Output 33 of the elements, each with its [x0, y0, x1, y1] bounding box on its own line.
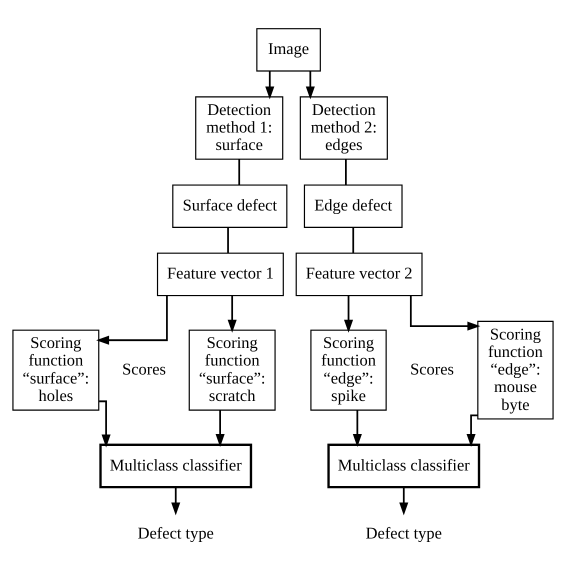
node-box: Edge defect: [304, 184, 403, 228]
arrow: [96, 296, 168, 345]
node-box: Feature vector 2: [296, 252, 423, 296]
connector: [352, 227, 354, 253]
arrow: [228, 296, 237, 333]
connector: [345, 159, 347, 185]
node-box: Scoring function “surface”: scratch: [188, 330, 276, 411]
arrow: [306, 71, 315, 100]
node-box: Scoring function “edge”: mouse byte: [477, 320, 554, 420]
connector: [238, 159, 240, 185]
label: Scores: [410, 360, 454, 379]
node-text: Defect type: [138, 523, 214, 542]
arrow: [265, 71, 274, 100]
arrow: [352, 410, 362, 447]
node-box: Detection method 2: edges: [300, 96, 388, 160]
label: Scores: [122, 360, 166, 379]
arrow: [466, 414, 478, 447]
node-box: Scoring function “surface”: holes: [12, 330, 100, 411]
node-box: Image: [256, 28, 321, 72]
arrow: [216, 410, 225, 447]
arrow: [344, 296, 354, 333]
arrow: [399, 487, 408, 516]
node-box: Scoring function “edge”: spike: [310, 330, 387, 411]
node-text: Defect type: [366, 523, 442, 542]
arrow: [171, 487, 180, 516]
node-box: Surface defect: [172, 184, 288, 228]
connector: [227, 227, 229, 253]
node-box: Feature vector 1: [156, 252, 284, 296]
arrow: [99, 400, 111, 448]
node-box: Detection method 1: surface: [195, 96, 284, 160]
node-box: Multiclass classifier: [327, 444, 480, 488]
arrow: [410, 296, 480, 331]
node-box: Multiclass classifier: [99, 444, 252, 488]
